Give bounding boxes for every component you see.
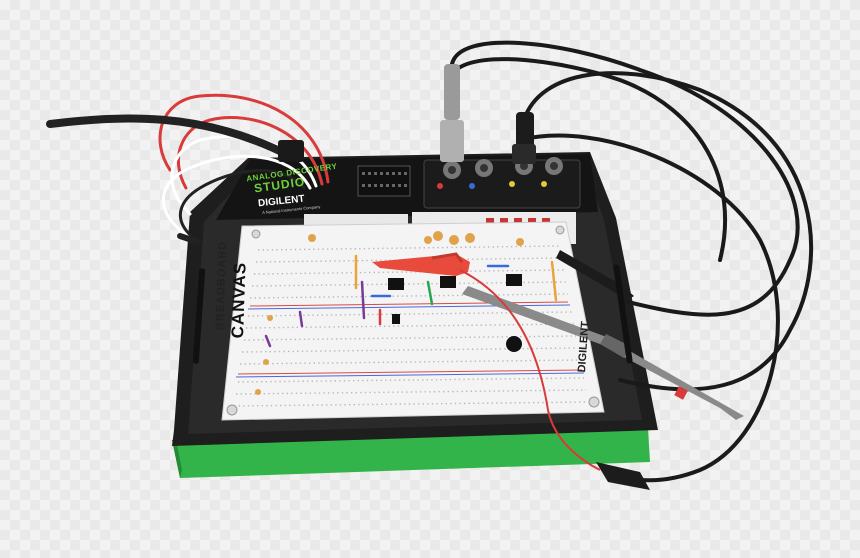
probe-clip xyxy=(372,254,470,276)
ics xyxy=(388,274,522,324)
jumper-wires xyxy=(264,254,558,348)
digital-header xyxy=(357,165,411,197)
capacitors xyxy=(255,231,524,395)
probe-cables xyxy=(450,40,814,483)
usb-cable xyxy=(46,114,294,160)
bnc-panel xyxy=(423,159,581,209)
probe-body xyxy=(462,286,744,420)
probe-connector-1 xyxy=(444,64,460,120)
probe-end-connector xyxy=(596,462,650,490)
potentiometer xyxy=(506,336,522,352)
probe-connector-2 xyxy=(516,112,534,148)
breadboard-label-line2: CANVAS xyxy=(228,261,250,339)
